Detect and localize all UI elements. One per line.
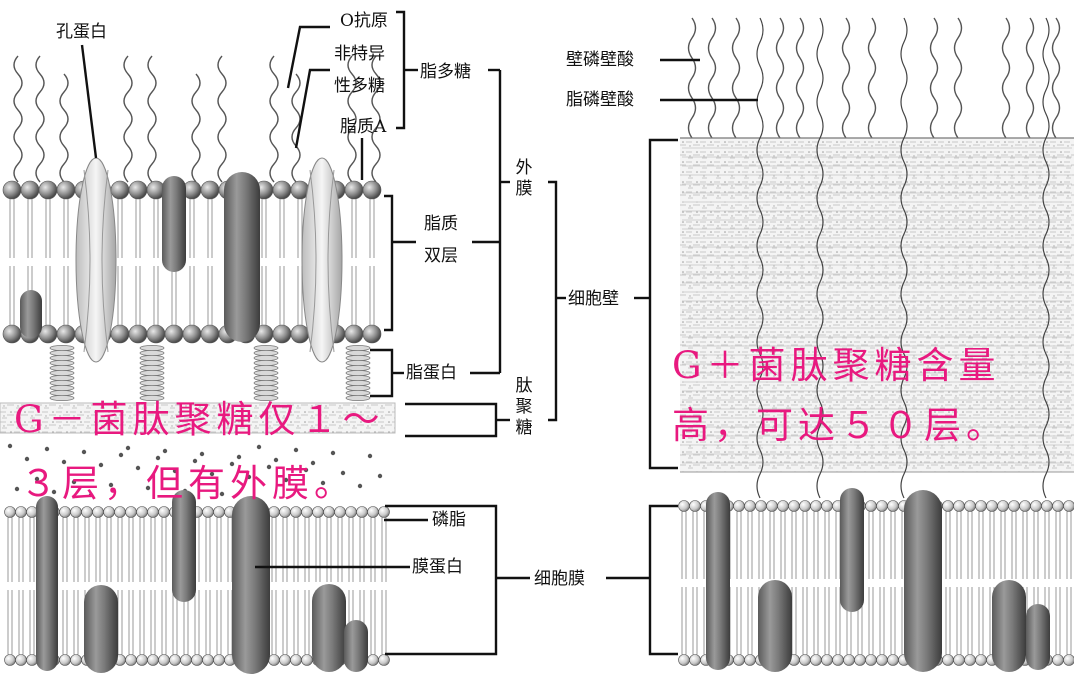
outer-membrane-protein bbox=[224, 172, 260, 342]
label-lipid-bilayer-1: 脂质 bbox=[424, 214, 458, 234]
porin-protein bbox=[301, 157, 343, 363]
label-lipid-bilayer-2: 双层 bbox=[424, 246, 458, 266]
note-gram-positive-line1: G＋菌肽聚糖含量 bbox=[672, 344, 1001, 387]
label-porin: 孔蛋白 bbox=[56, 22, 107, 42]
label-o-antigen: O抗原 bbox=[340, 11, 388, 31]
label-nonspecific-2: 性多糖 bbox=[334, 76, 385, 96]
peptidoglycan-texture bbox=[680, 137, 1074, 473]
lps-chains bbox=[13, 55, 381, 183]
label-nonspecific-1: 非特异 bbox=[334, 44, 385, 64]
label-cell-membrane: 细胞膜 bbox=[534, 569, 585, 589]
label-membrane-protein: 膜蛋白 bbox=[412, 557, 463, 577]
teichoic-acid-chains bbox=[687, 17, 1061, 139]
note-gram-positive-line2: 高，可达５０层。 bbox=[672, 404, 1008, 447]
membrane-protein bbox=[36, 496, 58, 671]
membrane-protein bbox=[84, 585, 118, 673]
membrane-protein bbox=[312, 584, 346, 672]
membrane-protein bbox=[904, 490, 942, 672]
leader-lines bbox=[80, 10, 758, 656]
label-lipoteichoic-acid: 脂磷壁酸 bbox=[566, 90, 634, 110]
label-phospholipid: 磷脂 bbox=[432, 510, 466, 530]
membrane-protein bbox=[840, 488, 864, 612]
thick-peptidoglycan-layer bbox=[680, 138, 1074, 472]
membrane-protein bbox=[706, 492, 730, 670]
lipoprotein-coils bbox=[49, 344, 371, 401]
membrane-protein bbox=[1026, 604, 1050, 670]
note-gram-negative-line1: G－菌肽聚糖仅１～ bbox=[14, 398, 385, 441]
membrane-protein bbox=[232, 496, 270, 674]
lipoteichoic-acid-chains bbox=[756, 17, 1050, 499]
label-outer-membrane: 外膜 bbox=[515, 158, 533, 199]
label-cell-wall: 细胞壁 bbox=[568, 289, 619, 309]
periplasm-dots bbox=[7, 443, 383, 498]
label-teichoic-acid: 壁磷壁酸 bbox=[566, 50, 634, 70]
label-lipid-a: 脂质A bbox=[340, 117, 387, 137]
note-gram-negative-line2: ３层，但有外膜。 bbox=[20, 462, 356, 505]
membrane-protein bbox=[992, 580, 1026, 672]
thin-peptidoglycan-layer bbox=[0, 402, 396, 434]
label-peptidoglycan: 肽聚糖 bbox=[515, 376, 533, 438]
membrane-protein bbox=[758, 580, 792, 672]
label-lipoprotein: 脂蛋白 bbox=[406, 363, 457, 383]
membrane-protein bbox=[344, 620, 368, 672]
outer-membrane-protein bbox=[20, 290, 42, 338]
porin-protein bbox=[75, 157, 117, 363]
outer-membrane-protein bbox=[162, 176, 186, 272]
label-lps: 脂多糖 bbox=[420, 62, 471, 82]
membrane-protein bbox=[172, 490, 196, 602]
